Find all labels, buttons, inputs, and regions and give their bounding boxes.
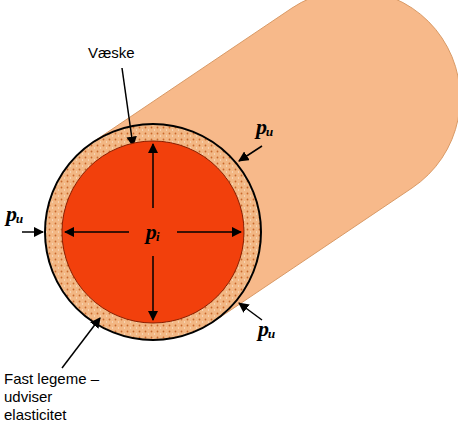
pressure-arrow xyxy=(22,231,43,233)
pressure-symbol: pᵤ xyxy=(258,318,276,340)
pressure-arrow xyxy=(65,231,129,233)
pressure-arrow xyxy=(177,231,241,233)
pressure-symbol: pᵢ xyxy=(146,221,161,243)
leader-line xyxy=(62,318,100,368)
pressure-symbol: pᵤ xyxy=(256,116,274,138)
pressure-arrow xyxy=(239,146,262,161)
liquid-label: Væske xyxy=(88,44,135,62)
wall-label: Fast legeme – udviser elasticitet xyxy=(4,370,116,424)
leader-line xyxy=(122,68,133,146)
liquid-core: pᵢ xyxy=(61,140,245,324)
elastic-wall xyxy=(45,124,261,340)
pressure-symbol: pᵤ xyxy=(6,203,24,225)
pressure-arrow xyxy=(152,144,154,208)
pressure-arrow xyxy=(152,256,154,320)
